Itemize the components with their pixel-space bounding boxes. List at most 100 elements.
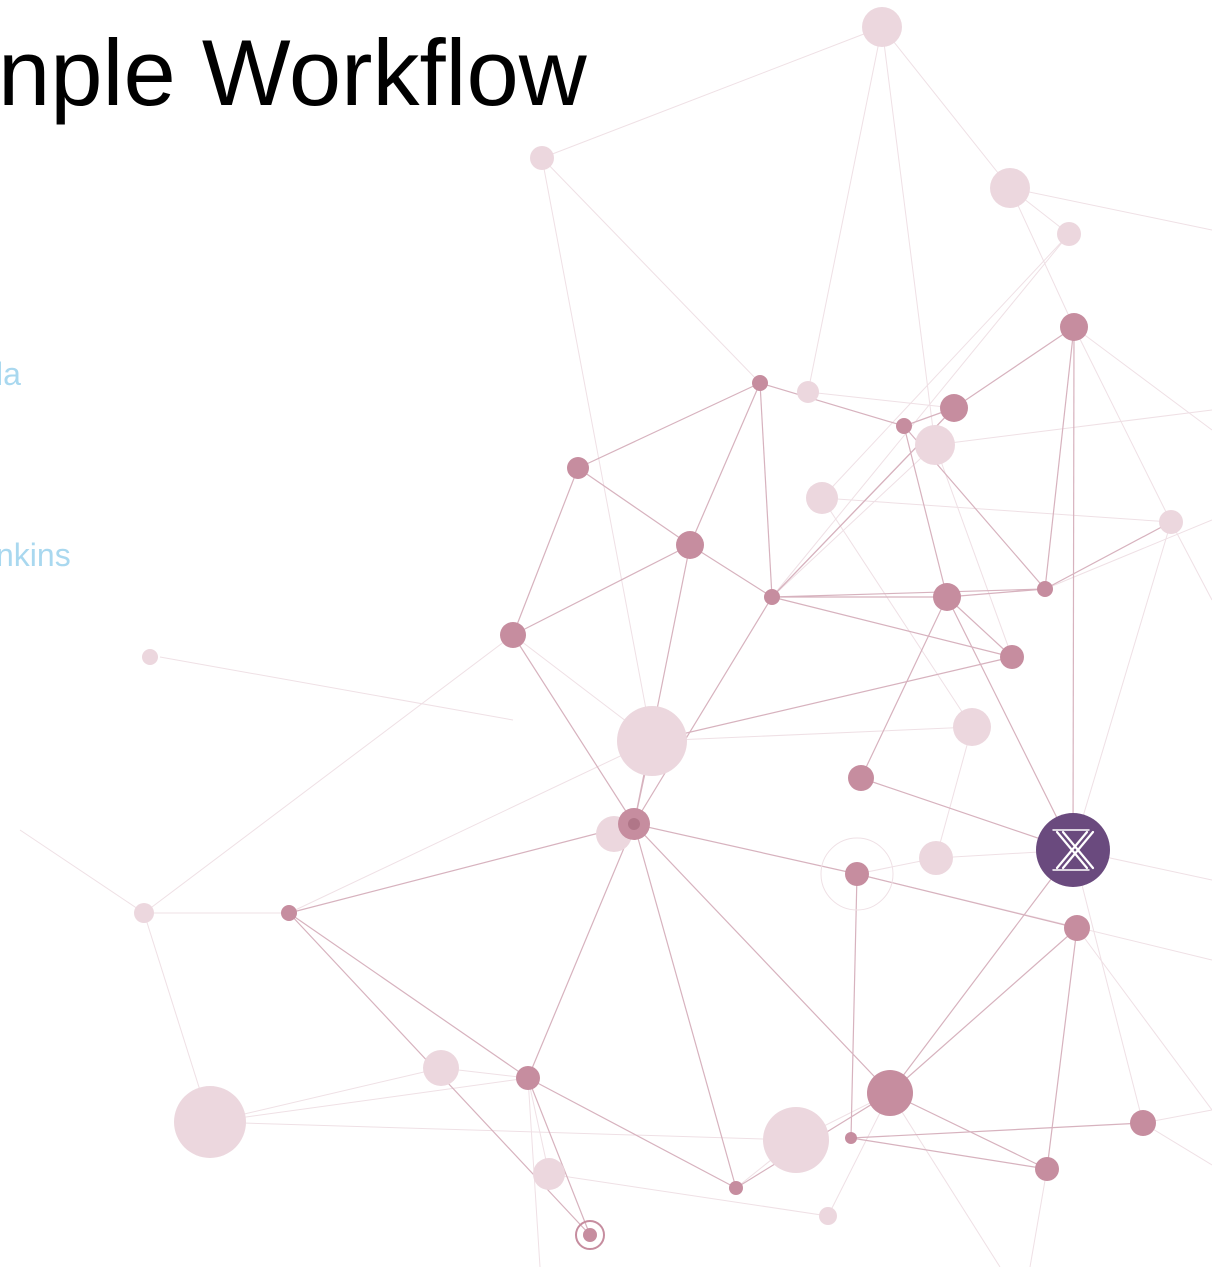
faded-node bbox=[953, 708, 991, 746]
faded-nodes bbox=[134, 7, 1183, 1225]
offpage-edge bbox=[933, 409, 1212, 446]
faded-node bbox=[142, 649, 158, 665]
offpage-edge bbox=[1044, 519, 1212, 590]
faded-node bbox=[530, 146, 554, 170]
side-label-top: la bbox=[0, 356, 21, 392]
node bbox=[676, 531, 704, 559]
offpage-edge bbox=[1009, 187, 1212, 231]
edge bbox=[527, 1077, 737, 1189]
faded-edge bbox=[541, 157, 653, 742]
edge bbox=[1044, 521, 1172, 590]
node bbox=[1035, 1157, 1059, 1181]
edge bbox=[889, 927, 1078, 1094]
edge bbox=[759, 382, 905, 427]
faded-node bbox=[134, 903, 154, 923]
edge bbox=[577, 467, 691, 546]
edge bbox=[633, 823, 858, 875]
side-label-jenkins: nkins bbox=[0, 537, 71, 573]
faded-node bbox=[763, 1107, 829, 1173]
faded-edge bbox=[548, 1173, 829, 1217]
faded-node bbox=[919, 841, 953, 875]
offpage-edge bbox=[1029, 1168, 1048, 1267]
offpage-edge bbox=[889, 1092, 1001, 1267]
faded-edge bbox=[821, 233, 1070, 499]
edge bbox=[1072, 326, 1075, 851]
node bbox=[940, 394, 968, 422]
faded-edge bbox=[1072, 521, 1172, 851]
faded-edge bbox=[143, 634, 514, 914]
edge bbox=[850, 1122, 1144, 1139]
node bbox=[1064, 915, 1090, 941]
target-center bbox=[583, 1228, 597, 1242]
edge bbox=[953, 326, 1075, 409]
faded-node bbox=[617, 706, 687, 776]
edge bbox=[889, 1092, 1048, 1170]
slide-title: nple Workflow bbox=[0, 20, 587, 125]
faded-edge bbox=[541, 26, 883, 159]
offpage-edge bbox=[19, 829, 145, 914]
faded-edge bbox=[935, 726, 973, 859]
offpage-edge bbox=[1142, 1122, 1212, 1166]
edge bbox=[946, 596, 1074, 851]
node bbox=[567, 457, 589, 479]
faded-edge bbox=[881, 26, 936, 446]
offpage-edge bbox=[1073, 326, 1212, 431]
faded-edge bbox=[541, 157, 761, 384]
edge bbox=[633, 823, 737, 1189]
edge bbox=[512, 544, 691, 636]
node bbox=[896, 418, 912, 434]
edge bbox=[1046, 927, 1078, 1170]
edge bbox=[860, 777, 1074, 851]
faded-node bbox=[990, 168, 1030, 208]
target-icon bbox=[575, 1220, 605, 1250]
special-nodes bbox=[575, 813, 1110, 1250]
node bbox=[845, 862, 869, 886]
faded-edge bbox=[209, 1067, 442, 1123]
edge bbox=[689, 544, 773, 598]
edge bbox=[689, 382, 761, 546]
faded-edge bbox=[934, 444, 1013, 658]
edge bbox=[288, 823, 635, 914]
faded-edge bbox=[288, 740, 653, 914]
edge bbox=[633, 544, 691, 825]
edge bbox=[771, 596, 1013, 658]
node bbox=[516, 1066, 540, 1090]
node bbox=[764, 589, 780, 605]
faded-edge bbox=[651, 726, 973, 742]
faded-node bbox=[915, 425, 955, 465]
offpage-edge bbox=[1076, 927, 1212, 1111]
faded-node bbox=[806, 482, 838, 514]
faded-edge bbox=[1009, 187, 1075, 328]
node bbox=[867, 1070, 913, 1116]
node bbox=[281, 905, 297, 921]
faded-edge bbox=[143, 912, 211, 1123]
faded-edge bbox=[821, 497, 1172, 523]
edge bbox=[577, 382, 761, 469]
faded-edge bbox=[1072, 849, 1144, 1124]
edge bbox=[527, 1077, 591, 1236]
edge bbox=[633, 823, 891, 1094]
faded-edge bbox=[1073, 326, 1172, 523]
x-logo-glyph bbox=[1052, 829, 1095, 871]
edge bbox=[850, 873, 858, 1139]
faded-edge bbox=[821, 497, 973, 728]
faded-node bbox=[174, 1086, 246, 1158]
faded-edges bbox=[19, 26, 1212, 1267]
node bbox=[1037, 581, 1053, 597]
edge bbox=[850, 1137, 1048, 1170]
offpage-edge bbox=[1170, 521, 1212, 601]
node bbox=[845, 1132, 857, 1144]
edge bbox=[527, 823, 635, 1079]
edge bbox=[288, 912, 529, 1079]
faded-edge bbox=[807, 26, 883, 393]
edges bbox=[288, 326, 1172, 1236]
offpage-edge bbox=[159, 656, 514, 721]
faded-node bbox=[423, 1050, 459, 1086]
node bbox=[1060, 313, 1088, 341]
faded-edge bbox=[771, 444, 936, 598]
faded-edge bbox=[209, 1077, 529, 1123]
hub-center bbox=[628, 818, 640, 830]
edge bbox=[512, 634, 635, 825]
faded-edge bbox=[527, 1077, 550, 1175]
